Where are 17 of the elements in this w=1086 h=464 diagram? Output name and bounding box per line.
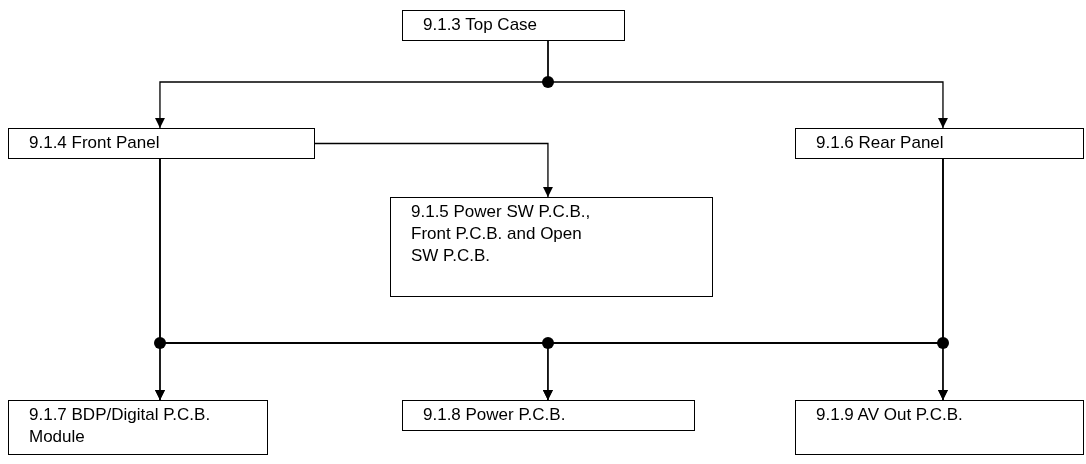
process-box	[795, 128, 1084, 159]
box-label: 9.1.5 Power SW P.C.B., Front P.C.B. and Open SW P.C.B.	[411, 201, 592, 267]
process-box	[8, 400, 268, 455]
box-label: 9.1.4 Front Panel	[29, 132, 160, 154]
box-label: 9.1.6 Rear Panel	[816, 132, 944, 154]
box-label: 9.1.9 AV Out P.C.B.	[816, 404, 963, 426]
box-label: 9.1.7 BDP/Digital P.C.B. Module	[29, 404, 212, 448]
connector-arrow	[937, 158, 948, 401]
process-box	[8, 128, 315, 159]
box-label: 9.1.8 Power P.C.B.	[423, 404, 566, 426]
connector-arrow	[314, 142, 553, 198]
process-box	[402, 400, 695, 431]
connector-arrow	[547, 40, 948, 129]
process-box	[795, 400, 1084, 455]
box-label: 9.1.3 Top Case	[423, 14, 538, 36]
process-box	[402, 10, 625, 41]
process-box	[390, 197, 713, 297]
